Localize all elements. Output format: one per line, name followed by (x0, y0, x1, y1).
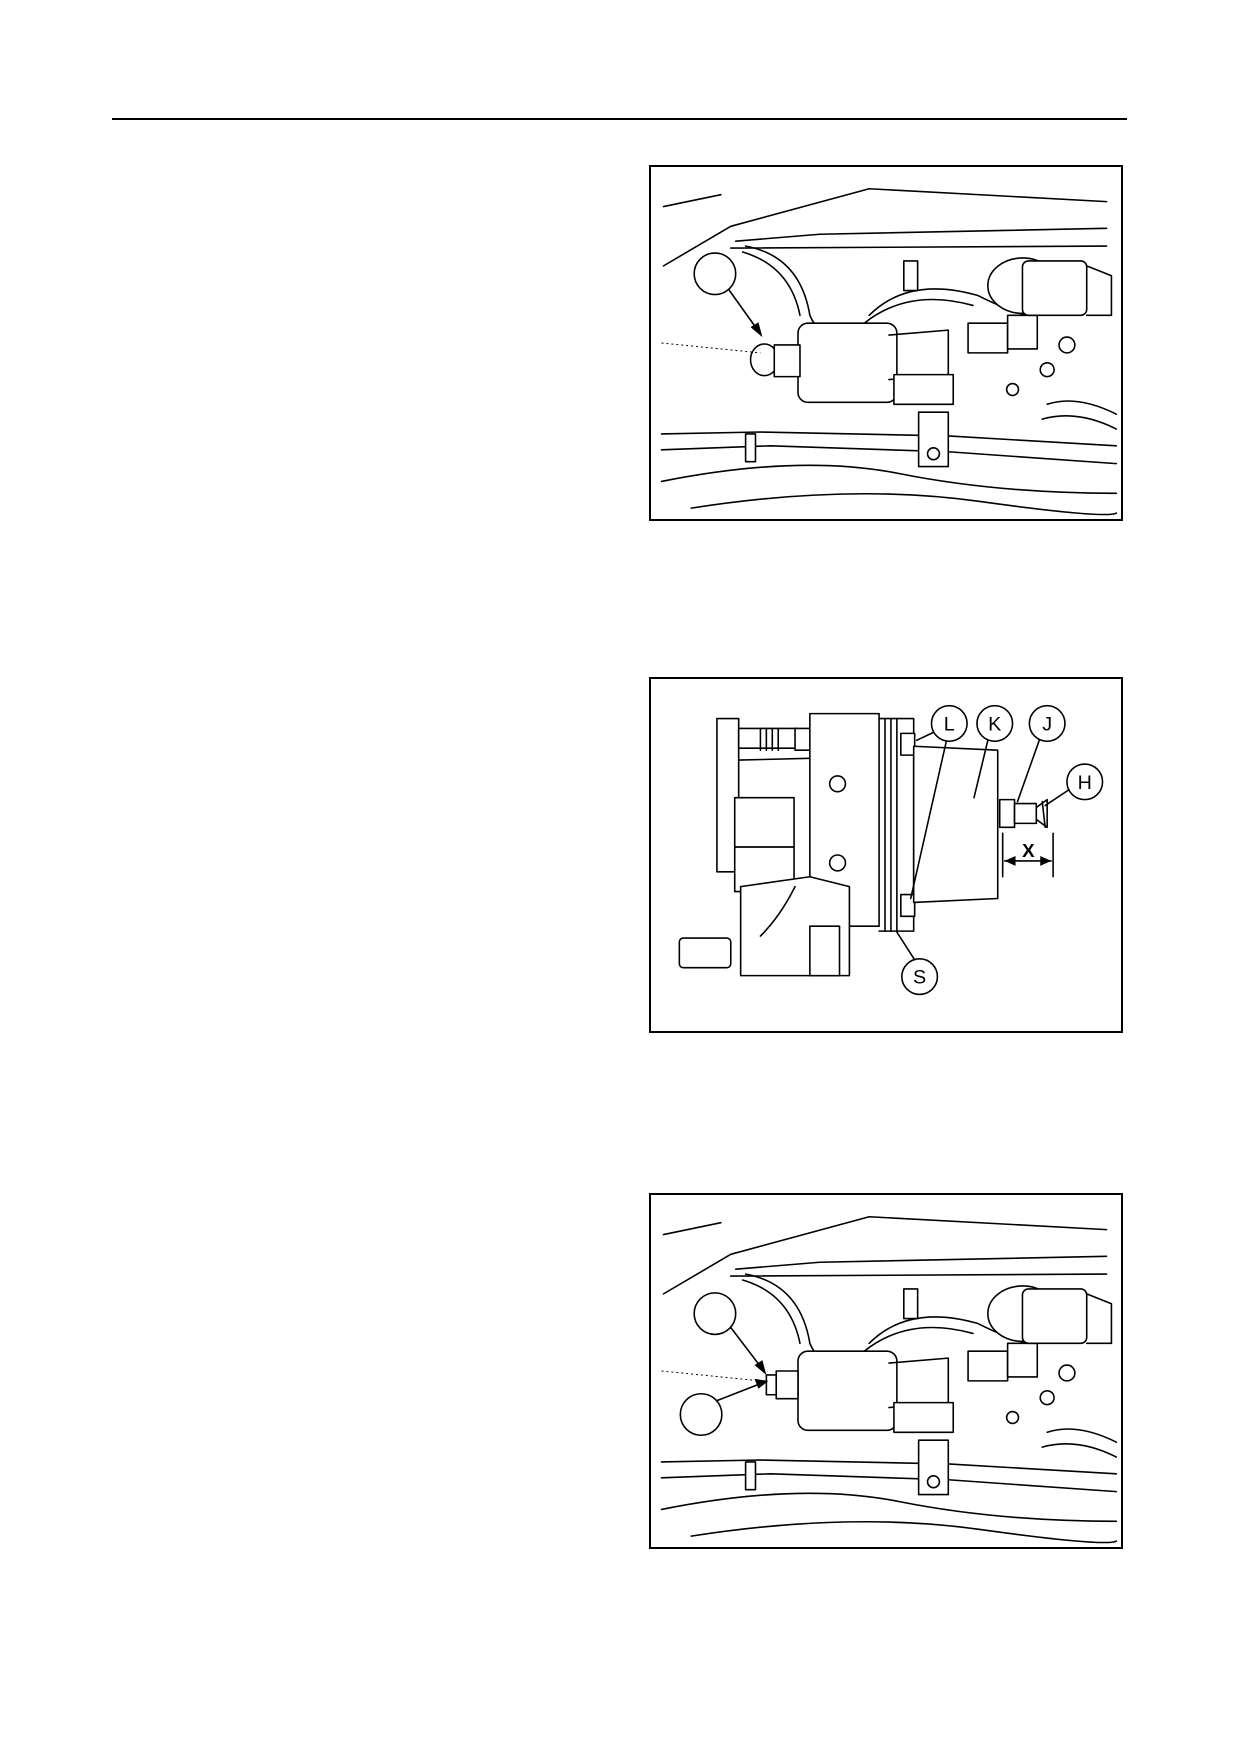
callout-k-label: K (988, 713, 1001, 735)
callout-upper (693, 1292, 737, 1336)
actuator-adjustment-illustration: X L K J H S (678, 704, 1104, 996)
dimension-x-label: X (1022, 840, 1035, 861)
callout-j (1028, 704, 1066, 743)
figure-1-actuator-installed (649, 165, 1123, 521)
callout-j-label: J (1042, 713, 1052, 735)
actuator-fasteners-illustration (660, 1215, 1118, 1544)
callout-l (930, 704, 968, 743)
callout-s-label: S (913, 967, 926, 989)
callout-l-label: L (944, 713, 955, 735)
actuator-installed-illustration (660, 187, 1118, 516)
callout-h-label: H (1078, 772, 1092, 794)
callout-lower (679, 1392, 723, 1437)
callout-k (976, 704, 1014, 743)
callout-s (901, 958, 939, 996)
header-rule (112, 118, 1127, 120)
figure-3-actuator-fasteners (649, 1193, 1123, 1549)
figure-2-actuator-adjustment: X L K J H S (649, 677, 1123, 1033)
callout-1 (693, 252, 737, 296)
callout-h (1066, 763, 1104, 801)
